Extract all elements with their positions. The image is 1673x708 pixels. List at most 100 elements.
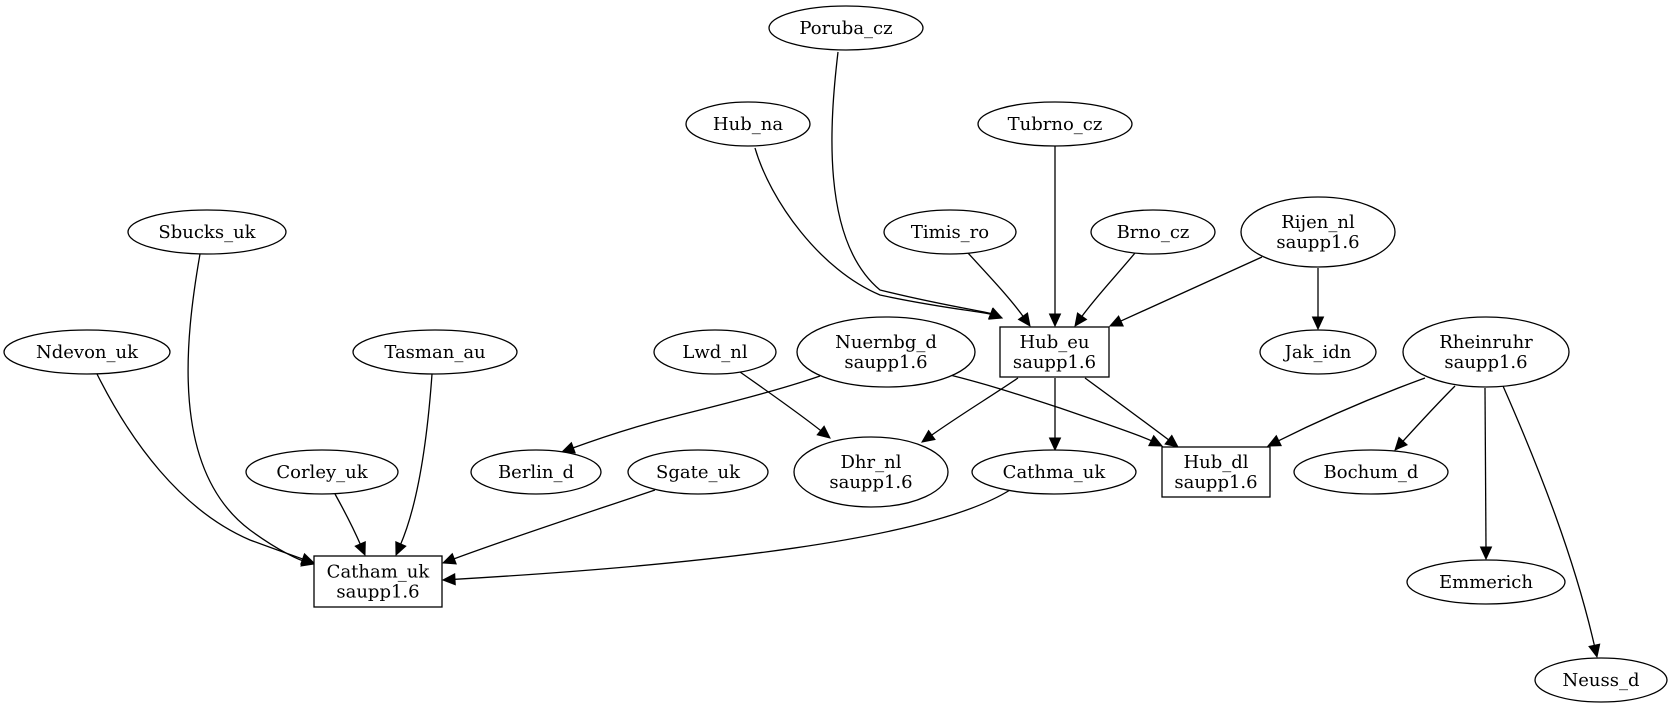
node-label: Cathma_uk bbox=[1003, 462, 1107, 483]
node-label: Poruba_cz bbox=[799, 18, 892, 39]
node-label: Nuernbg_d bbox=[835, 332, 937, 353]
edge-line bbox=[929, 377, 1019, 437]
node-label: Hub_eu bbox=[1019, 332, 1089, 353]
node-label: Tubrno_cz bbox=[1008, 114, 1103, 135]
node-label: Tasman_au bbox=[384, 342, 485, 363]
node-neuss_d: Neuss_d bbox=[1534, 657, 1668, 703]
edge-line bbox=[754, 147, 993, 316]
edge-line bbox=[187, 253, 305, 562]
node-sbucks_uk: Sbucks_uk bbox=[127, 209, 287, 255]
node-jak_idn: Jak_idn bbox=[1259, 329, 1377, 375]
node-label: saupp1.6 bbox=[1276, 232, 1359, 253]
node-berlin_d: Berlin_d bbox=[470, 449, 602, 495]
edge-line bbox=[967, 252, 1025, 319]
arrowhead bbox=[395, 541, 407, 557]
arrowhead bbox=[1394, 436, 1409, 451]
node-label: Sgate_uk bbox=[656, 462, 741, 483]
node-ellipse bbox=[653, 329, 777, 375]
edge-cathma_uk-to-catham_uk bbox=[441, 489, 1011, 586]
node-ellipse bbox=[796, 316, 976, 388]
node-label: saupp1.6 bbox=[844, 352, 927, 373]
node-ellipse bbox=[1259, 329, 1377, 375]
node-ellipse bbox=[977, 101, 1133, 147]
node-label: Timis_ro bbox=[911, 222, 989, 243]
edge-rheinruhr-to-bochum_d bbox=[1394, 385, 1456, 451]
node-ellipse bbox=[1402, 316, 1570, 388]
node-label: Rijen_nl bbox=[1281, 212, 1355, 233]
edge-rheinruhr-to-neuss_d bbox=[1502, 385, 1601, 659]
node-label: Sbucks_uk bbox=[158, 222, 256, 243]
node-label: Neuss_d bbox=[1563, 670, 1640, 691]
node-ellipse bbox=[768, 5, 924, 51]
node-label: Hub_dl bbox=[1183, 452, 1248, 473]
arrowhead bbox=[1479, 546, 1493, 561]
arrowhead bbox=[441, 552, 457, 565]
arrowhead bbox=[1148, 434, 1164, 447]
edge-line bbox=[1276, 377, 1426, 443]
edge-lwd_nl-to-dhr_nl bbox=[739, 371, 831, 439]
edge-tubrno_cz-to-hub_eu bbox=[1048, 145, 1062, 328]
node-bochum_d: Bochum_d bbox=[1293, 449, 1449, 495]
edge-ndevon_uk-to-catham_uk bbox=[96, 373, 316, 565]
arrowhead bbox=[1048, 437, 1062, 452]
node-ndevon_uk: Ndevon_uk bbox=[3, 329, 171, 375]
edge-rijen_nl-to-jak_idn bbox=[1311, 267, 1325, 331]
edge-poruba_cz-to-hub_eu bbox=[831, 51, 1004, 319]
edge-nuernbg_d-to-hub_dl bbox=[949, 374, 1164, 447]
node-ellipse bbox=[1293, 449, 1449, 495]
node-ellipse bbox=[1406, 559, 1566, 605]
node-box bbox=[999, 326, 1110, 378]
node-label: Catham_uk bbox=[327, 562, 431, 583]
node-corley_uk: Corley_uk bbox=[245, 449, 399, 495]
node-sgate_uk: Sgate_uk bbox=[627, 449, 769, 495]
node-tasman_au: Tasman_au bbox=[352, 329, 518, 375]
arrowhead bbox=[1017, 312, 1031, 327]
edge-hub_eu-to-dhr_nl bbox=[921, 377, 1019, 443]
node-ellipse bbox=[1534, 657, 1668, 703]
edge-line bbox=[452, 489, 656, 561]
arrowhead bbox=[1108, 315, 1124, 327]
node-label: Hub_na bbox=[713, 114, 783, 135]
node-hub_na: Hub_na bbox=[685, 101, 811, 147]
node-label: Emmerich bbox=[1439, 572, 1533, 593]
arrowhead bbox=[1074, 312, 1088, 327]
edge-line bbox=[96, 373, 305, 561]
arrowhead bbox=[1311, 316, 1325, 331]
node-label: Bochum_d bbox=[1324, 462, 1419, 483]
node-ellipse bbox=[971, 449, 1137, 495]
edge-line bbox=[399, 373, 433, 547]
edge-hub_na-to-hub_eu bbox=[754, 147, 1004, 320]
arrowhead bbox=[354, 541, 366, 557]
node-cathma_uk: Cathma_uk bbox=[971, 449, 1137, 495]
arrowhead bbox=[921, 429, 936, 443]
node-label: Ndevon_uk bbox=[36, 342, 139, 363]
node-brno_cz: Brno_cz bbox=[1090, 209, 1216, 255]
edge-line bbox=[571, 375, 821, 450]
edge-line bbox=[949, 374, 1154, 443]
edge-rijen_nl-to-hub_eu bbox=[1108, 256, 1263, 327]
edge-hub_eu-to-hub_dl bbox=[1084, 377, 1179, 448]
node-label: saupp1.6 bbox=[1174, 472, 1257, 493]
node-label: Brno_cz bbox=[1117, 222, 1190, 243]
node-timis_ro: Timis_ro bbox=[883, 209, 1017, 255]
node-poruba_cz: Poruba_cz bbox=[768, 5, 924, 51]
node-box bbox=[1161, 446, 1271, 498]
node-ellipse bbox=[470, 449, 602, 495]
node-label: Rheinruhr bbox=[1439, 332, 1533, 353]
node-lwd_nl: Lwd_nl bbox=[653, 329, 777, 375]
node-ellipse bbox=[793, 436, 949, 508]
edge-tasman_au-to-catham_uk bbox=[395, 373, 433, 557]
edge-line bbox=[831, 51, 994, 315]
node-ellipse bbox=[883, 209, 1017, 255]
node-ellipse bbox=[685, 101, 811, 147]
arrowhead bbox=[441, 572, 456, 586]
edges-layer bbox=[96, 51, 1601, 659]
edge-rheinruhr-to-hub_dl bbox=[1266, 377, 1426, 447]
edge-rheinruhr-to-emmerich bbox=[1479, 387, 1493, 561]
